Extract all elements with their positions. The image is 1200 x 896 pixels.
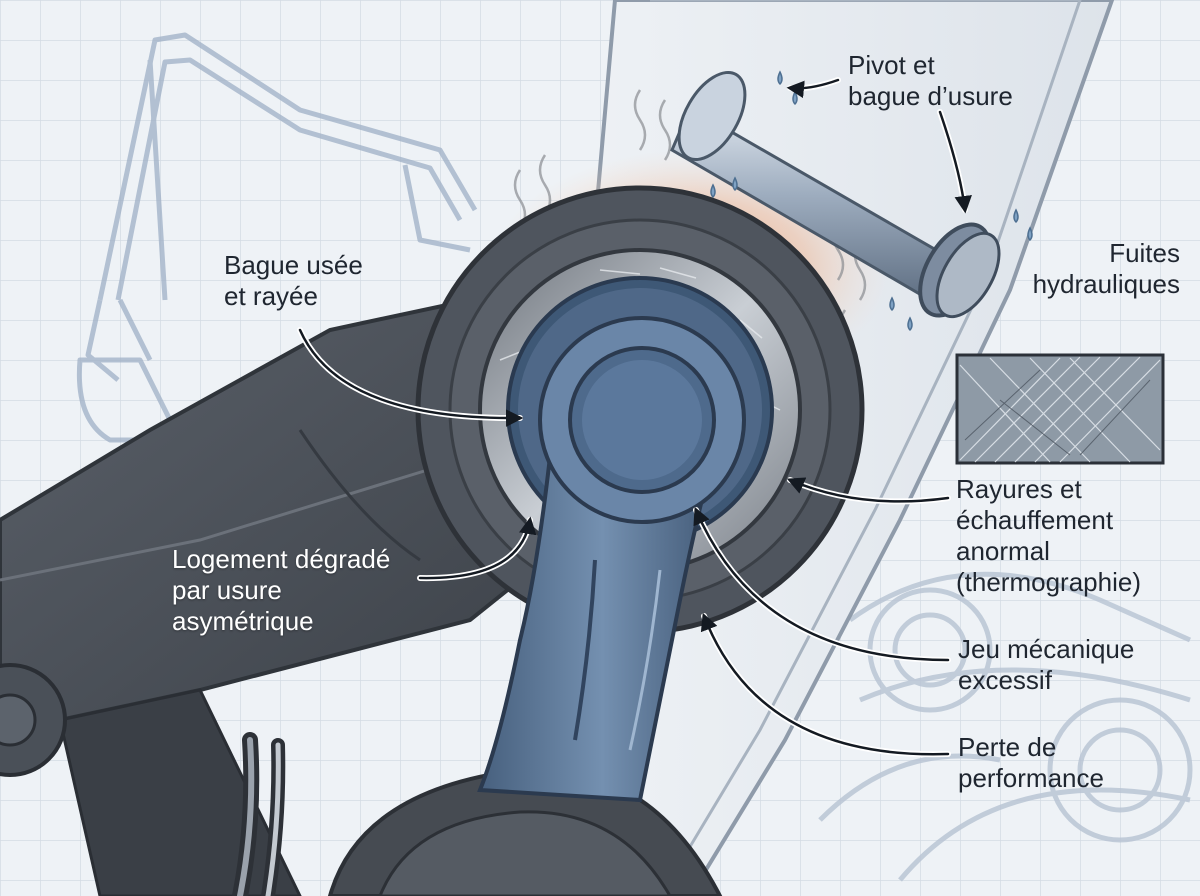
label-line: bague d’usure [848,81,1013,111]
label-line: par usure [172,575,282,605]
label-line: Jeu mécanique [958,634,1135,664]
label-line: performance [958,763,1104,793]
label-line: échauffement [956,505,1114,535]
label-fuites-hydrauliques: Fuites hydrauliques [1018,238,1180,300]
label-jeu-mecanique: Jeu mécanique excessif [958,634,1134,696]
hydraulic-hoses [232,732,286,896]
label-logement-degrade: Logement dégradé par usure asymétrique [172,544,390,637]
label-line: et rayée [224,281,318,311]
label-line: Bague usée [224,250,363,280]
label-line: excessif [958,665,1052,695]
label-rayures-echauffement: Rayures et échauffement anormal (thermog… [956,474,1141,598]
label-line: asymétrique [172,606,314,636]
bucket-sketch [818,571,1193,882]
label-line: Rayures et [956,474,1082,504]
label-line: hydrauliques [1032,269,1180,299]
label-line: Pivot et [848,50,935,80]
blue-link [477,316,746,803]
excavator-sketch [76,32,478,443]
pivot-pin [670,70,1001,319]
label-pivot-bague: Pivot et bague d’usure [848,50,1013,112]
callout-arrows-dark [298,78,972,756]
lower-pivot [327,767,723,896]
label-perte-performance: Perte de performance [958,732,1104,794]
label-bague-usee: Bague usée et rayée [224,250,363,312]
label-line: Fuites [1109,238,1180,268]
label-line: (thermographie) [956,567,1141,597]
label-line: Logement dégradé [172,544,391,574]
label-line: Perte de [958,732,1057,762]
label-line: anormal [956,536,1050,566]
scratch-inset [955,353,1165,465]
